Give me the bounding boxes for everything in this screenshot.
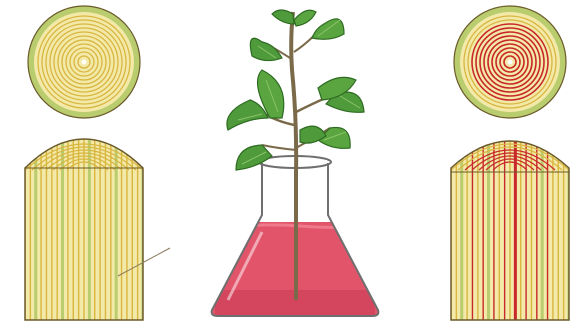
left-longitudinal-section [25,110,170,322]
leaf [294,10,316,26]
right-cross-section [454,6,566,118]
right-longitudinal-section [451,110,569,322]
leaf [272,10,294,24]
left-cross-section [28,6,140,118]
leaf [227,100,268,130]
